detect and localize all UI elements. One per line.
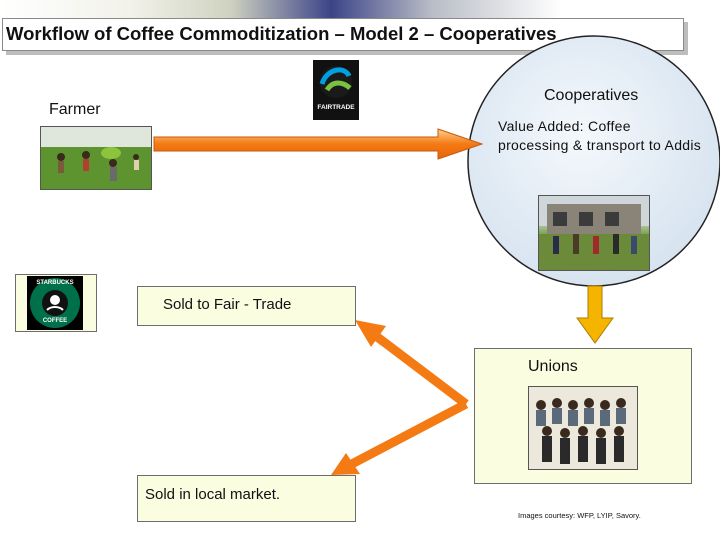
unions-to-local-market-arrow-shaft — [348, 404, 466, 466]
fairtrade-logo-text: FAIRTRADE — [313, 104, 359, 111]
fairtrade-logo: FAIRTRADE — [313, 60, 359, 120]
fair-trade-label: Sold to Fair - Trade — [163, 296, 291, 313]
unions-to-fair-trade-arrow-shaft — [372, 333, 466, 404]
cooperatives-value-added: Value Added: Coffee processing & transpo… — [498, 117, 703, 155]
cooperatives-label: Cooperatives — [544, 87, 638, 105]
cooperatives-to-unions-arrow — [577, 286, 613, 343]
farmer-label: Farmer — [49, 101, 101, 119]
local-market-label: Sold in local market. — [145, 486, 280, 503]
image-credits: Images courtesy: WFP, LYIP, Savory. — [518, 511, 641, 520]
cooperatives-photo — [538, 195, 650, 271]
starbucks-logo: STARBUCKS COFFEE — [27, 276, 83, 330]
farmer-photo — [40, 126, 152, 190]
starbucks-bottom-text: COFFEE — [27, 318, 83, 324]
starbucks-top-text: STARBUCKS — [27, 280, 83, 286]
unions-photo — [528, 386, 638, 470]
farmer-to-cooperatives-arrow — [154, 129, 482, 159]
unions-label: Unions — [528, 358, 578, 376]
